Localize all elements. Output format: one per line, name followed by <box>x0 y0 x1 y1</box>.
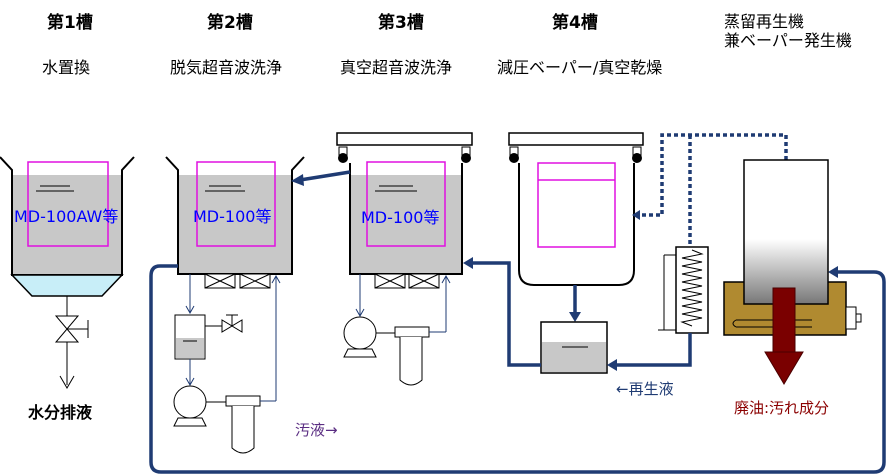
tank2-filter-head <box>225 395 261 407</box>
tank2 <box>165 156 305 454</box>
tank1-solvent: MD-100AW等 <box>14 207 118 226</box>
tank2-number: 第2槽 <box>207 13 253 33</box>
condenser <box>658 246 709 334</box>
tank3-basket <box>366 161 446 247</box>
tank3-process: 真空超音波洗浄 <box>340 58 453 77</box>
return-pipe <box>470 261 541 367</box>
distiller-vessel <box>743 159 829 305</box>
tank4-process: 減圧ベーパー/真空乾燥 <box>497 58 663 77</box>
regenerated-liquid-label: ←再生液 <box>616 380 674 398</box>
tank4 <box>508 132 644 374</box>
tank3-pump <box>343 316 377 350</box>
tank2-process: 脱気超音波洗浄 <box>170 58 283 77</box>
tank4-vessel <box>518 163 635 286</box>
tank1-drain-valve <box>54 315 80 343</box>
tank4-lid <box>508 132 644 146</box>
overflow-pipe <box>299 170 351 182</box>
waste-oil-arrow-shaft <box>772 287 796 353</box>
still-title-line1: 蒸留再生機 <box>724 12 805 31</box>
vapor-line <box>636 133 788 217</box>
distiller <box>723 159 862 385</box>
tank3-number: 第3槽 <box>378 13 424 33</box>
tank1 <box>0 156 135 389</box>
tank2-solvent: MD-100等 <box>193 207 271 226</box>
tank2-filter <box>231 406 255 454</box>
regen-pipe <box>611 333 692 367</box>
dirty-liquid-pipe <box>149 264 886 474</box>
tank4-number: 第4槽 <box>552 13 598 33</box>
tank3-solvent: MD-100等 <box>361 208 439 227</box>
tank3-lid <box>336 132 473 146</box>
waste-oil-label: 廃油:汚れ成分 <box>734 399 829 417</box>
tank3-filter <box>399 337 423 386</box>
tank2-pump <box>173 385 207 419</box>
tank1-number: 第1槽 <box>47 13 93 33</box>
tank1-process: 水置換 <box>42 58 91 77</box>
tank2-basket <box>196 161 276 247</box>
waste-oil-arrow-head <box>764 351 804 385</box>
dirty-liquid-label: 汚液→ <box>295 421 338 439</box>
tank4-basket <box>537 162 616 248</box>
still-title-line2: 兼ベーパー発生機 <box>724 31 852 50</box>
tank3 <box>336 132 473 386</box>
tank1-basket <box>27 161 109 247</box>
drain-label: 水分排液 <box>28 403 93 422</box>
tank3-filter-head <box>394 326 430 338</box>
